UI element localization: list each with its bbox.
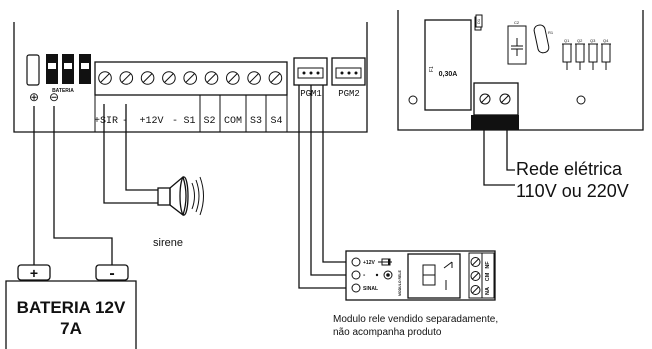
relay-note-line1: Modulo rele vendido separadamente, [333, 314, 498, 325]
battery-label-line1: BATERIA 12V [17, 298, 126, 317]
transistor-row: Q1 Q2 Q3 Q4 [562, 38, 611, 70]
relay-terminal-screw-icon [470, 257, 481, 267]
fuse-ref-label: F1 [429, 66, 435, 72]
transistor-icon: Q2 [575, 38, 585, 70]
fuse-rating-label: 0,30A [439, 71, 458, 78]
relay-input-signal: SINAL [363, 286, 378, 292]
battery-plus-sign: + [30, 265, 38, 281]
mount-hole-right [576, 95, 586, 105]
relay-minus-wire [310, 85, 346, 276]
relay-output-nf: NF [485, 261, 491, 269]
mains-terminal [471, 82, 519, 130]
transistor-label: Q2 [577, 38, 583, 43]
relay-module: +12V - SINAL MODULO RELE NF CM NA [345, 250, 496, 301]
battery-fuse-blocks [46, 54, 91, 84]
mains-wire-1 [483, 130, 515, 186]
pgm2-label: PGM2 [338, 89, 360, 99]
siren-plus-wire [103, 104, 158, 204]
minus-symbol: ⊖ [49, 90, 59, 104]
battery-connector-label: BATERIA [52, 88, 74, 94]
terminal-label: +SIR [94, 116, 118, 127]
relay-side-text: MODULO RELE [398, 269, 402, 296]
battery-minus-sign: - [109, 265, 114, 282]
mains-wire-2 [506, 130, 515, 171]
relay-output-cm: CM [485, 272, 491, 281]
terminal-label: +12V [139, 116, 163, 127]
siren: sirene [153, 175, 204, 249]
transistor-label: Q4 [603, 38, 609, 43]
mains-label-line2: 110V ou 220V [516, 181, 629, 201]
power-board: F1 0,30A D1 C2 R1 Q1 Q2 Q3 Q4 Rede elétrica… [397, 10, 644, 201]
terminal-label: S4 [270, 116, 282, 127]
capacitor [507, 25, 527, 65]
terminal-label: - [122, 116, 128, 127]
d1-label: D1 [476, 18, 481, 24]
transistor-label: Q1 [564, 38, 570, 43]
terminal-label: S1 [183, 116, 195, 127]
transistor-label: Q3 [590, 38, 596, 43]
relay-signal-wire [298, 85, 346, 289]
terminal-label: S3 [250, 116, 262, 127]
pgm2-connector: PGM2 [331, 57, 366, 99]
terminal-screw-icon [98, 71, 112, 85]
terminal-screw-icon [268, 71, 283, 85]
relay-terminal-screw-icon [470, 285, 481, 295]
battery: + - BATERIA 12V 7A [5, 264, 137, 349]
transistor-icon: Q4 [601, 38, 611, 70]
terminal-label: COM [224, 116, 242, 127]
battery-minus-wire [53, 106, 113, 265]
siren-label: sirene [153, 237, 183, 249]
battery-label-line2: 7A [60, 319, 82, 338]
relay-note-line2: não acompanha produto [333, 327, 442, 338]
relay-output-na: NA [485, 287, 491, 295]
relay [407, 253, 461, 299]
terminal-screw-icon [162, 71, 176, 85]
resistor [533, 24, 550, 54]
relay-plus-wire [322, 85, 346, 263]
mains-label-line1: Rede elétrica [516, 159, 623, 179]
terminal-screw-icon [226, 71, 240, 85]
terminal-screw-icon [204, 71, 219, 85]
transistor-icon: Q1 [562, 38, 572, 70]
r1-label: R1 [548, 30, 554, 35]
terminal-screw-icon [183, 71, 197, 85]
relay-input-minus: - [363, 272, 366, 279]
transistor-icon: Q3 [588, 38, 598, 70]
terminal-label: S2 [203, 116, 215, 127]
terminal-label: - [172, 116, 178, 127]
c2-label: C2 [514, 20, 520, 25]
terminal-screw-icon [119, 71, 134, 85]
siren-minus-wire [125, 104, 158, 191]
relay-input-plus12v: +12V [363, 260, 375, 266]
terminal-screw-icon [247, 71, 261, 85]
terminal-screw-icon [140, 71, 155, 85]
wires [33, 85, 346, 289]
relay-terminal-screw-icon [470, 271, 481, 281]
plus-symbol: ⊕ [29, 90, 39, 104]
mount-hole-left [408, 95, 418, 105]
